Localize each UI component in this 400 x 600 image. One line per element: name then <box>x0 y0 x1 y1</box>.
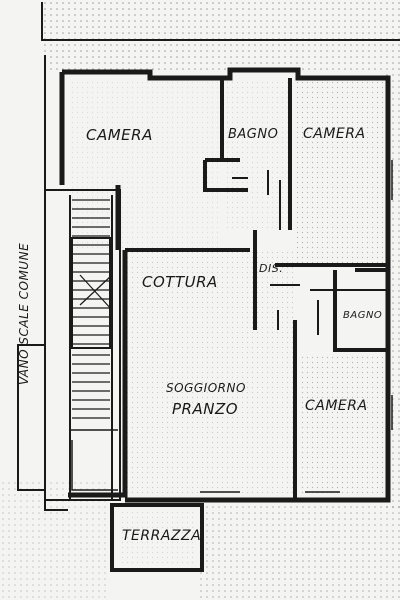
room-label-camera-bottom: CAMERA <box>305 398 368 414</box>
room-label-terrazza: TERRAZZA <box>122 528 201 544</box>
top-border-line <box>41 2 400 41</box>
room-label-camera-top-right: CAMERA <box>303 126 366 142</box>
terrace <box>110 503 204 572</box>
room-label-soggiorno: SOGGIORNO <box>166 381 246 395</box>
room-label-camera-top-left: CAMERA <box>86 126 153 144</box>
room-fill-soggiorno <box>125 250 295 495</box>
door-marks <box>232 170 388 335</box>
room-fill-camera-top-right <box>295 80 383 265</box>
window-marks <box>200 160 393 493</box>
room-label-bagno-top: BAGNO <box>228 127 278 142</box>
room-label-cottura: COTTURA <box>142 273 218 291</box>
room-label-pranzo: PRANZO <box>172 400 238 418</box>
room-fill-camera-top-left <box>68 80 218 250</box>
exterior-grid-bottom <box>200 505 400 600</box>
room-label-bagno-small: BAGNO <box>343 310 382 321</box>
room-fill-camera-bottom <box>300 355 385 495</box>
stairwell <box>44 189 121 501</box>
room-label-dis: DIS. <box>259 262 283 275</box>
interior-walls <box>125 78 388 500</box>
exterior-grid-top <box>40 0 400 70</box>
stair-label: VANO SCALE COMUNE <box>17 243 31 385</box>
exterior-grid-left <box>0 480 110 600</box>
stair-landing <box>70 429 118 491</box>
